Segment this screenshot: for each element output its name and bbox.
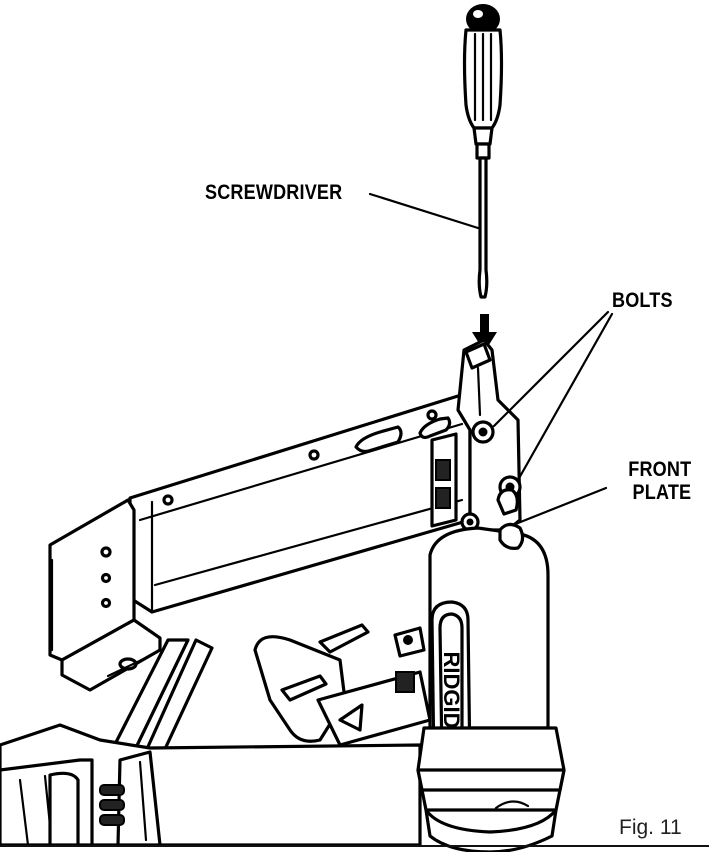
ridgid-logo: RIDGID xyxy=(439,652,464,729)
screwdriver-leader xyxy=(368,192,480,230)
screwdriver-label: SCREWDRIVER xyxy=(205,181,343,204)
front-plate-leader xyxy=(511,486,608,527)
front-plate-label-line1: FRONT xyxy=(627,458,691,481)
screwdriver-icon xyxy=(462,4,504,299)
handle-grip: RIDGID xyxy=(416,522,566,852)
bolts-leader-lower xyxy=(516,312,614,482)
front-plate-label-line2: PLATE xyxy=(632,481,691,504)
bolts-leader-upper xyxy=(492,310,610,428)
tool-body xyxy=(0,723,422,847)
front-plate xyxy=(456,338,522,532)
bottom-rule xyxy=(0,845,709,847)
trigger-assembly xyxy=(253,623,432,747)
left-end-block xyxy=(48,498,162,692)
figure-caption: Fig. 11 xyxy=(619,816,682,839)
magazine-rail xyxy=(128,394,472,614)
bolts-label: BOLTS xyxy=(612,289,673,312)
